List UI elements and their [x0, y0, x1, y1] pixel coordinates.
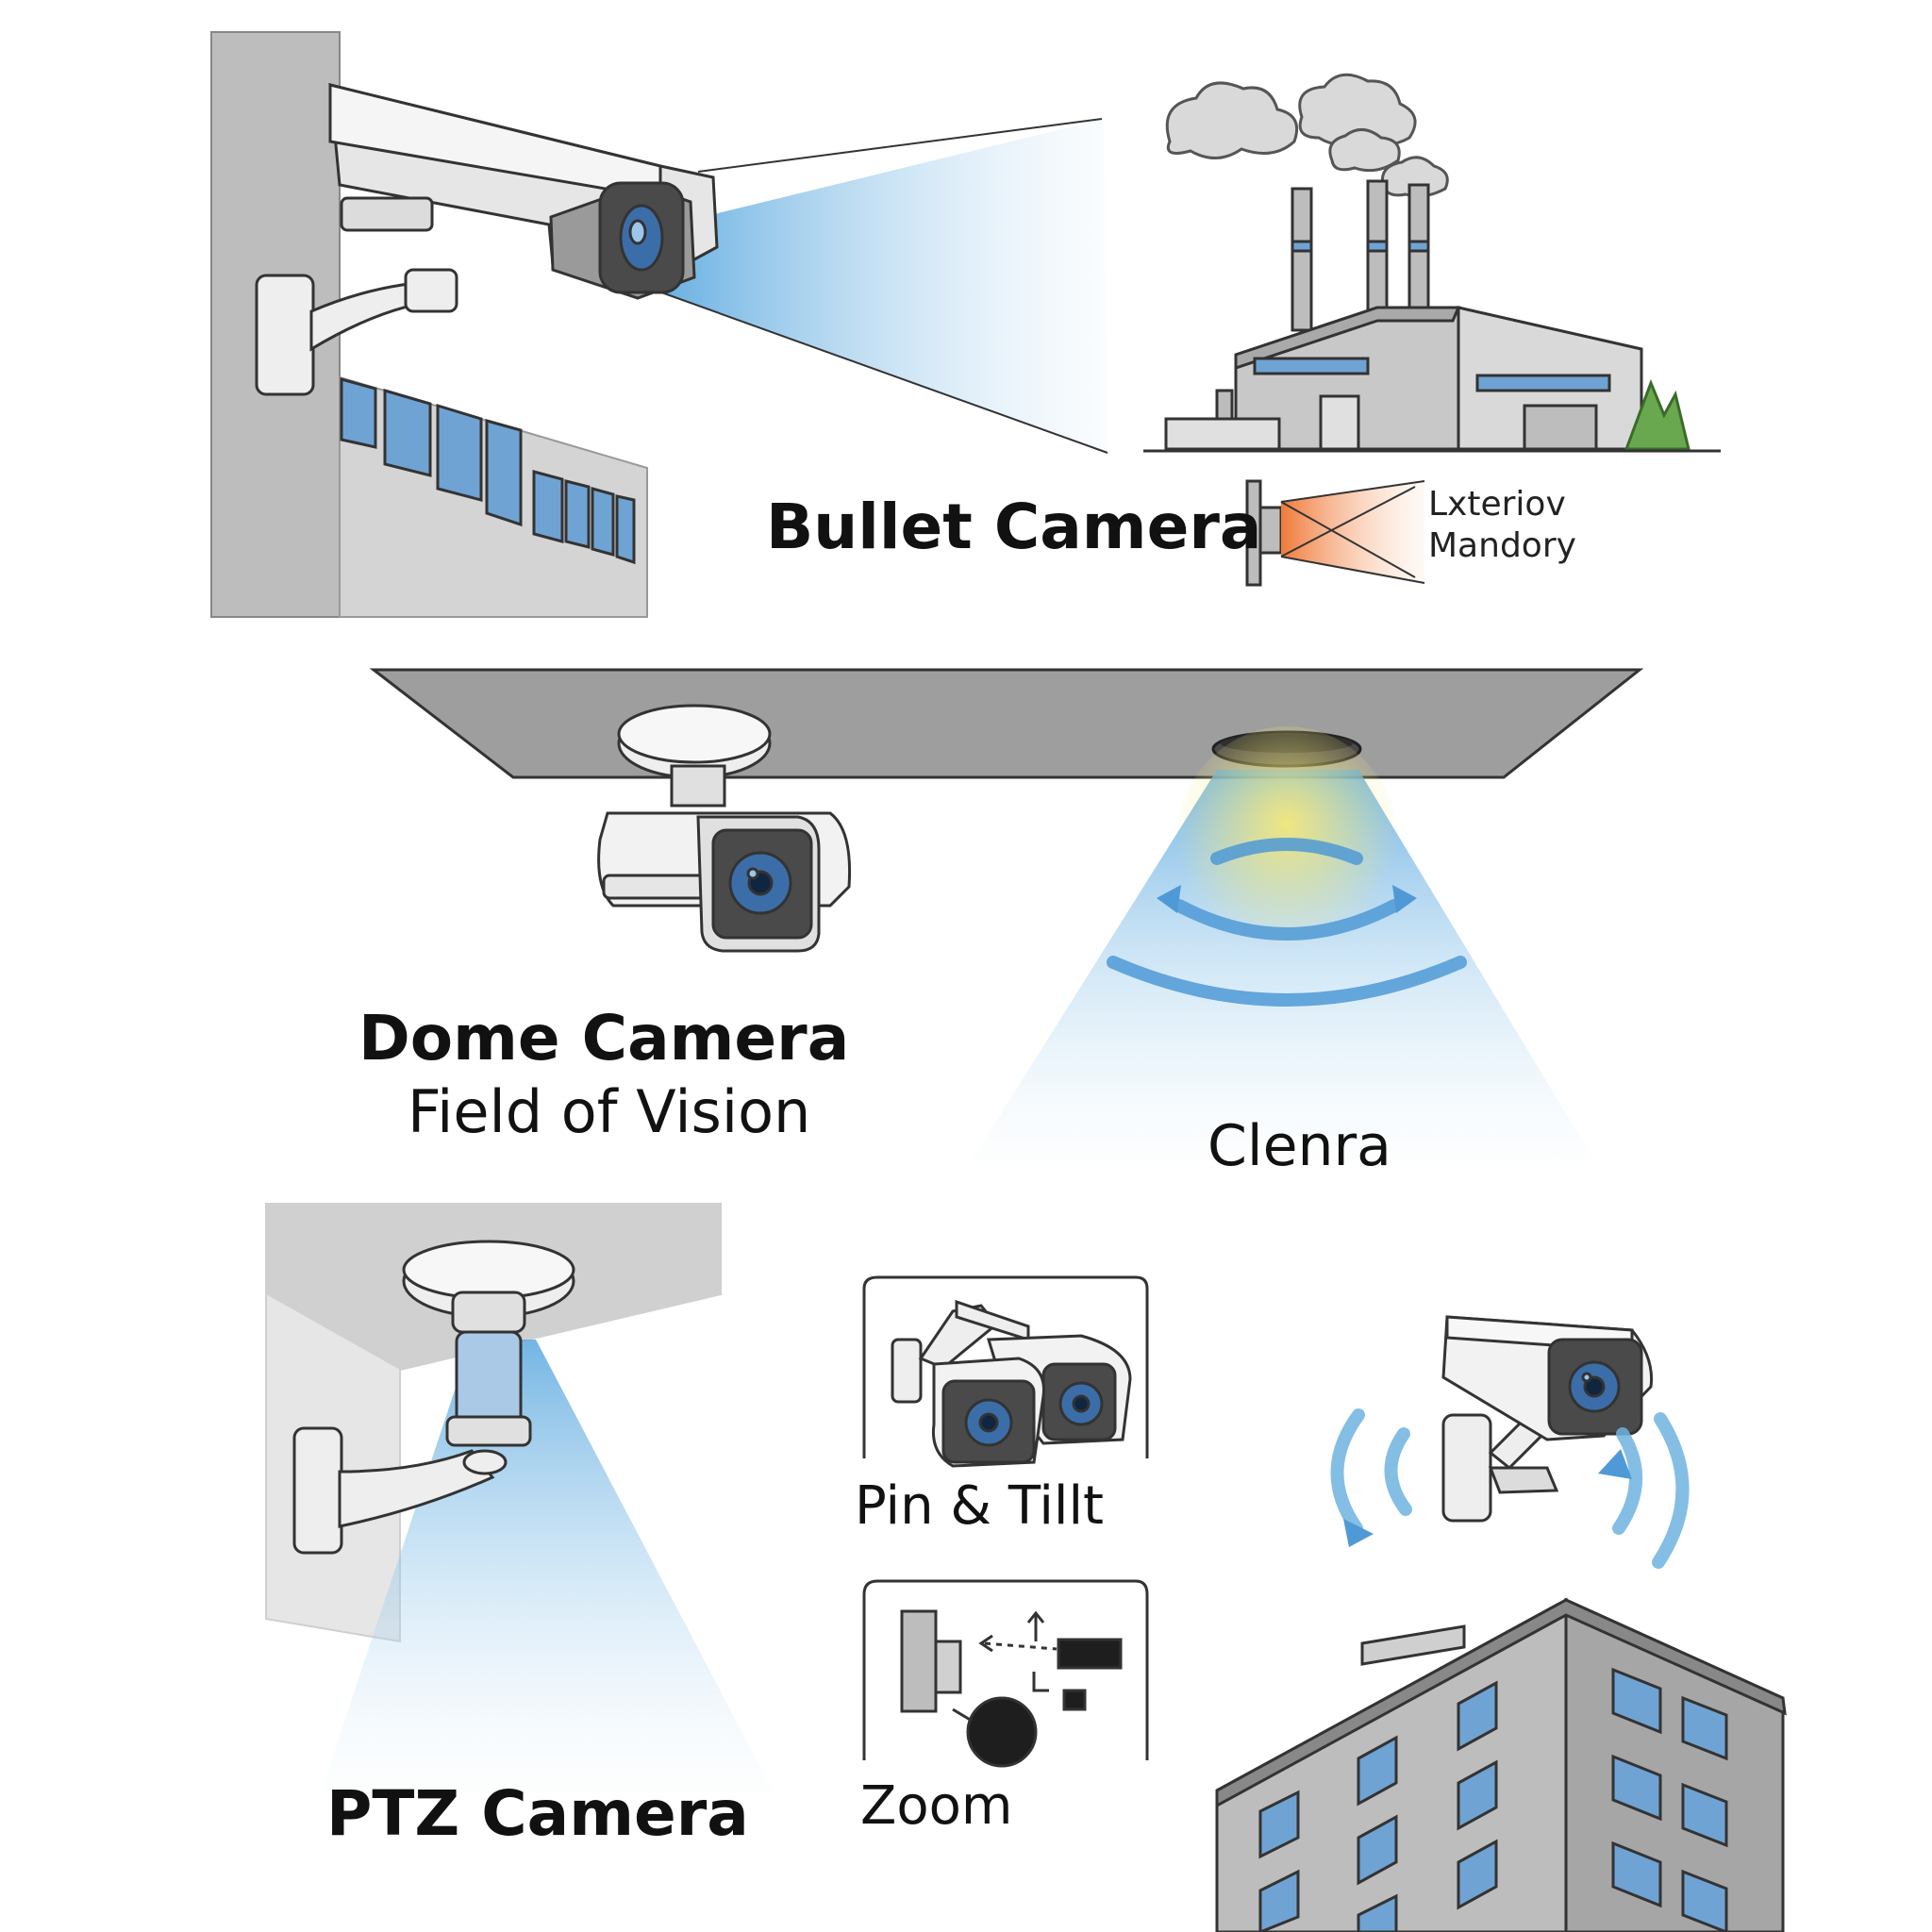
infrared-annotation-line1: Lxteriov: [1428, 485, 1566, 524]
ptz-view-beam: [321, 1340, 774, 1792]
pan-tilt-cameras-icon: [891, 1299, 1132, 1468]
bullet-camera-title: Bullet Camera: [766, 491, 1262, 563]
factory-icon: [1143, 73, 1721, 453]
dome-camera-icon: [597, 704, 852, 953]
dome-camera-subtitle: Field of Vision: [408, 1077, 811, 1146]
pan-tilt-label: Pin & Tillt: [855, 1475, 1104, 1537]
building-icon: [1215, 1597, 1787, 1932]
infrared-illustration: [1245, 479, 1425, 587]
chimneys: [1291, 179, 1430, 332]
infrared-annotation-line2: Mandory: [1428, 526, 1576, 565]
dome-camera-title: Dome Camera: [358, 1002, 850, 1074]
ptz-section: [265, 1203, 1787, 1932]
bullet-camera-icon: [255, 83, 719, 396]
pan-tilt-box: [862, 1275, 1149, 1468]
zoom-icon: [900, 1609, 1123, 1768]
dome-coverage-label: Clenra: [1208, 1113, 1391, 1179]
bullet-view-beam: [651, 119, 1108, 453]
zoom-box: [862, 1579, 1149, 1768]
zoom-label: Zoom: [860, 1775, 1013, 1837]
ceiling-slab: [369, 668, 1644, 779]
ptz-camera-icon: [292, 1240, 575, 1555]
facade-windows: [340, 377, 636, 565]
infrared-beam: [1281, 481, 1424, 583]
smoke-clouds: [1165, 73, 1449, 198]
bullet-section: [210, 31, 1721, 618]
rotate-arrows-icon: [1107, 838, 1467, 1007]
signal-arcs-icon: [1330, 1408, 1690, 1569]
ptz-camera-title: PTZ Camera: [326, 1777, 749, 1850]
ptz-rotating-camera-icon: [1441, 1315, 1654, 1523]
dome-section: [369, 668, 1644, 1160]
